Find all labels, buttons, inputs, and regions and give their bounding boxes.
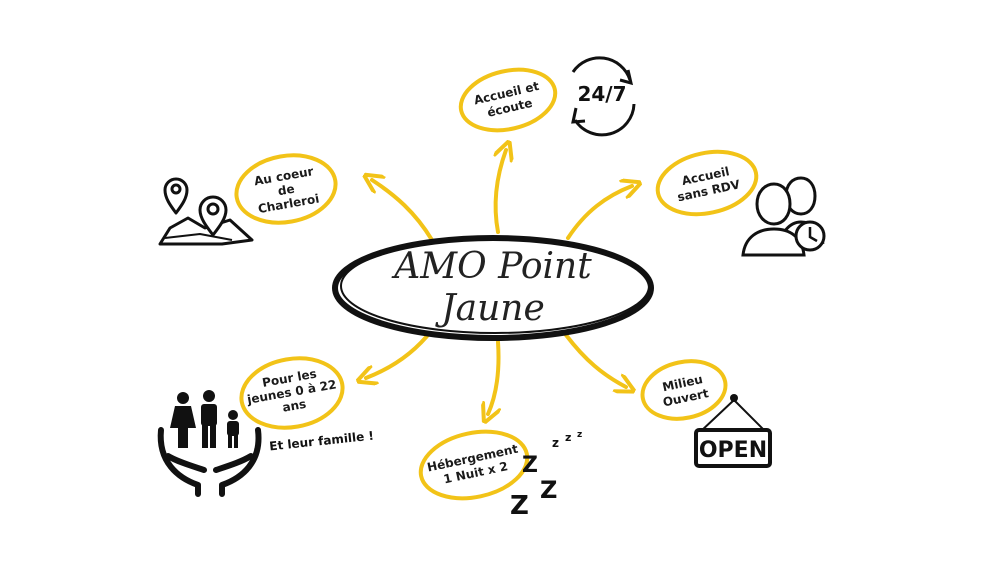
open-sign-text: OPEN bbox=[699, 438, 767, 463]
svg-text:Z: Z bbox=[540, 476, 557, 504]
center-node: AMO Point Jaune bbox=[332, 235, 654, 341]
map-pin-icon bbox=[158, 177, 254, 246]
svg-text:z: z bbox=[577, 430, 582, 440]
availability-badge: 24/7 bbox=[571, 56, 636, 137]
svg-text:Z: Z bbox=[522, 453, 538, 478]
arrow-to-milieu-ouvert bbox=[564, 333, 626, 387]
node-accueil-sans-rdv: Accueil sans RDV bbox=[655, 149, 759, 217]
family-hands-icon bbox=[157, 390, 262, 497]
node-label-line: de bbox=[277, 182, 296, 199]
arrow-to-au-coeur bbox=[372, 180, 434, 242]
cycle-arrow-icon bbox=[571, 56, 632, 81]
svg-text:z: z bbox=[565, 431, 571, 444]
svg-text:z: z bbox=[552, 436, 559, 450]
node-accueil-ecoute: Accueil et écoute bbox=[458, 67, 558, 133]
node-label-line: ans bbox=[281, 397, 307, 415]
sleep-zzz-icon: z z z Z Z Z bbox=[510, 430, 582, 521]
node-au-coeur-de-charleroi: Au coeur de Charleroi bbox=[234, 153, 338, 225]
center-title-line2: Jaune bbox=[434, 288, 545, 329]
family-text: Et leur famille ! bbox=[269, 429, 375, 454]
people-clock-icon bbox=[741, 176, 826, 257]
open-sign-icon: OPEN bbox=[694, 394, 772, 468]
arrow-to-accueil-ecoute bbox=[496, 150, 506, 234]
arrow-to-hebergement bbox=[488, 340, 499, 414]
node-pour-les-jeunes: Pour les jeunes 0 à 22 ans bbox=[239, 356, 345, 430]
availability-text: 24/7 bbox=[577, 82, 626, 106]
center-title-line1: AMO Point bbox=[391, 246, 592, 287]
arrow-to-pour-les-jeunes bbox=[366, 328, 434, 378]
svg-text:Z: Z bbox=[510, 491, 529, 521]
arrow-to-accueil-sans-rdv bbox=[566, 186, 632, 240]
